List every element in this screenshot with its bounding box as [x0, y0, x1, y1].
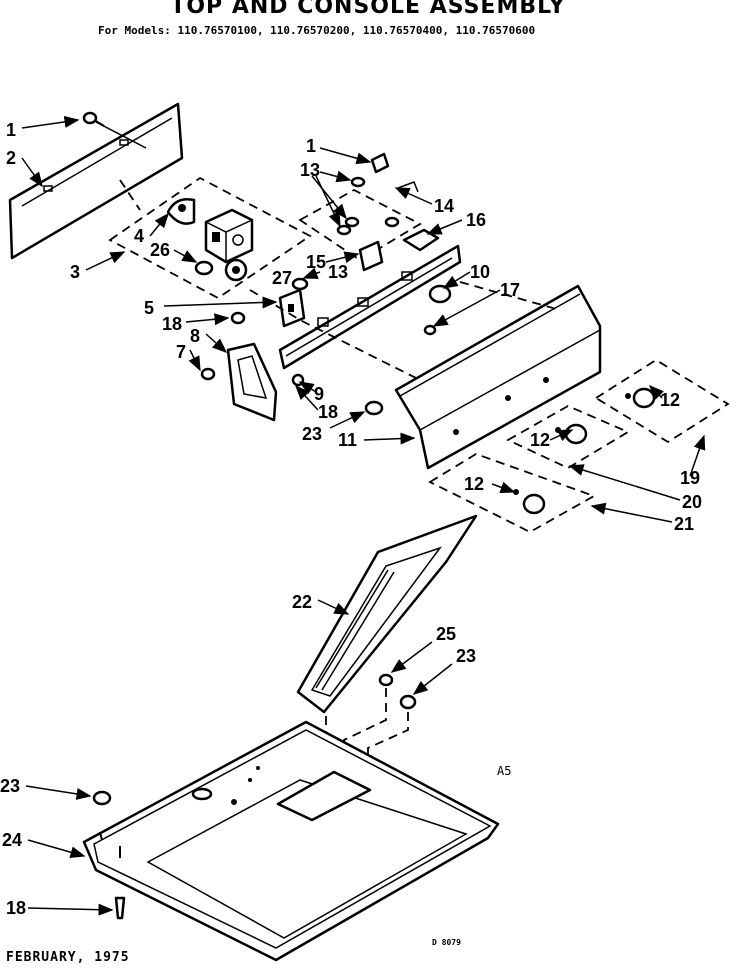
callout-5: 5 [144, 298, 154, 318]
part-25-screw [378, 673, 394, 687]
figure-code: D 8079 [432, 938, 461, 947]
assembly-line-b [343, 688, 387, 760]
part-18-screw [230, 311, 246, 325]
part-12-knob-20 [555, 423, 588, 445]
assembly-line-d [119, 179, 141, 211]
callout-1-upper: 1 [306, 136, 316, 156]
callout-23-left: 23 [0, 776, 20, 796]
leader-lines [21, 115, 706, 916]
part-3-group-outline [108, 176, 312, 300]
callout-23-center: 23 [456, 646, 476, 666]
callout-23-console: 23 [302, 424, 322, 444]
callout-12-b: 12 [530, 430, 550, 450]
callout-22: 22 [292, 592, 312, 612]
callout-12-c: 12 [464, 474, 484, 494]
part-15-block [358, 240, 384, 272]
part-21-knob-group [428, 453, 597, 534]
callout-19: 19 [680, 468, 700, 488]
part-18-screw-bottom [114, 896, 126, 920]
part-7-screw [200, 367, 216, 381]
callout-26: 26 [150, 240, 170, 260]
part-8-bracket [226, 342, 278, 422]
callout-13-lower: 13 [328, 262, 348, 282]
callout-4: 4 [134, 226, 144, 246]
callout-18-bottom: 18 [6, 898, 26, 918]
part-20-knob-group [506, 404, 630, 470]
part-12-knob-21 [513, 489, 546, 515]
models-line: For Models: 110.76570100, 110.76570200, … [98, 24, 536, 37]
part-22-lint-filter [296, 514, 478, 714]
part-19-knob-group [594, 358, 730, 444]
timer-housing [204, 208, 254, 264]
part-13-group-outline [298, 188, 422, 262]
callout-labels: 1 2 3 4 26 5 18 8 7 1 13 14 16 15 13 27 … [0, 120, 702, 918]
diagram-title: TOP AND CONSOLE ASSEMBLY [170, 0, 566, 19]
part-10-socket [428, 284, 452, 304]
part-14-clip [397, 181, 419, 193]
callout-21: 21 [674, 514, 694, 534]
callout-18: 18 [162, 314, 182, 334]
callout-18-mid: 18 [318, 402, 338, 422]
part-13-screws [336, 176, 400, 236]
part-5-switch [278, 288, 306, 328]
callout-3: 3 [70, 262, 80, 282]
corner-mark: A5 [497, 764, 512, 778]
callout-14: 14 [434, 196, 454, 216]
publication-date: FEBRUARY, 1975 [6, 950, 130, 965]
callout-9: 9 [314, 384, 324, 404]
part-23-nut-left [92, 790, 112, 806]
part-12-knob-19 [625, 387, 656, 409]
part-23-nut-console [364, 400, 384, 416]
callout-25: 25 [436, 624, 456, 644]
part-26-nut [194, 260, 214, 276]
callout-7: 7 [176, 342, 186, 362]
part-23-nut-center [399, 694, 417, 710]
assembly-line-c [367, 712, 409, 770]
part-24-top [82, 720, 500, 962]
part-27-clip [291, 277, 309, 291]
part-2-back-panel [8, 102, 184, 260]
callout-1: 1 [6, 120, 16, 140]
callout-10: 10 [470, 262, 490, 282]
callout-8: 8 [190, 326, 200, 346]
callout-16: 16 [466, 210, 486, 230]
part-1-screw-upper [370, 152, 390, 174]
callout-17: 17 [500, 280, 520, 300]
part-16-switch [402, 228, 440, 252]
callout-24: 24 [2, 830, 22, 850]
part-17-screw [423, 324, 437, 336]
callout-12-a: 12 [660, 390, 680, 410]
callout-20: 20 [682, 492, 702, 512]
callout-2: 2 [6, 148, 16, 168]
callout-11: 11 [338, 430, 357, 450]
timer-knob [224, 258, 248, 282]
part-4-switch [166, 198, 196, 225]
assembly-line-f [459, 281, 561, 311]
control-rail [278, 244, 462, 370]
callout-15: 15 [306, 252, 326, 272]
callout-27: 27 [272, 268, 292, 288]
part-1-screw [82, 111, 147, 149]
part-11-console-panel [394, 284, 602, 470]
callout-13: 13 [300, 160, 320, 180]
